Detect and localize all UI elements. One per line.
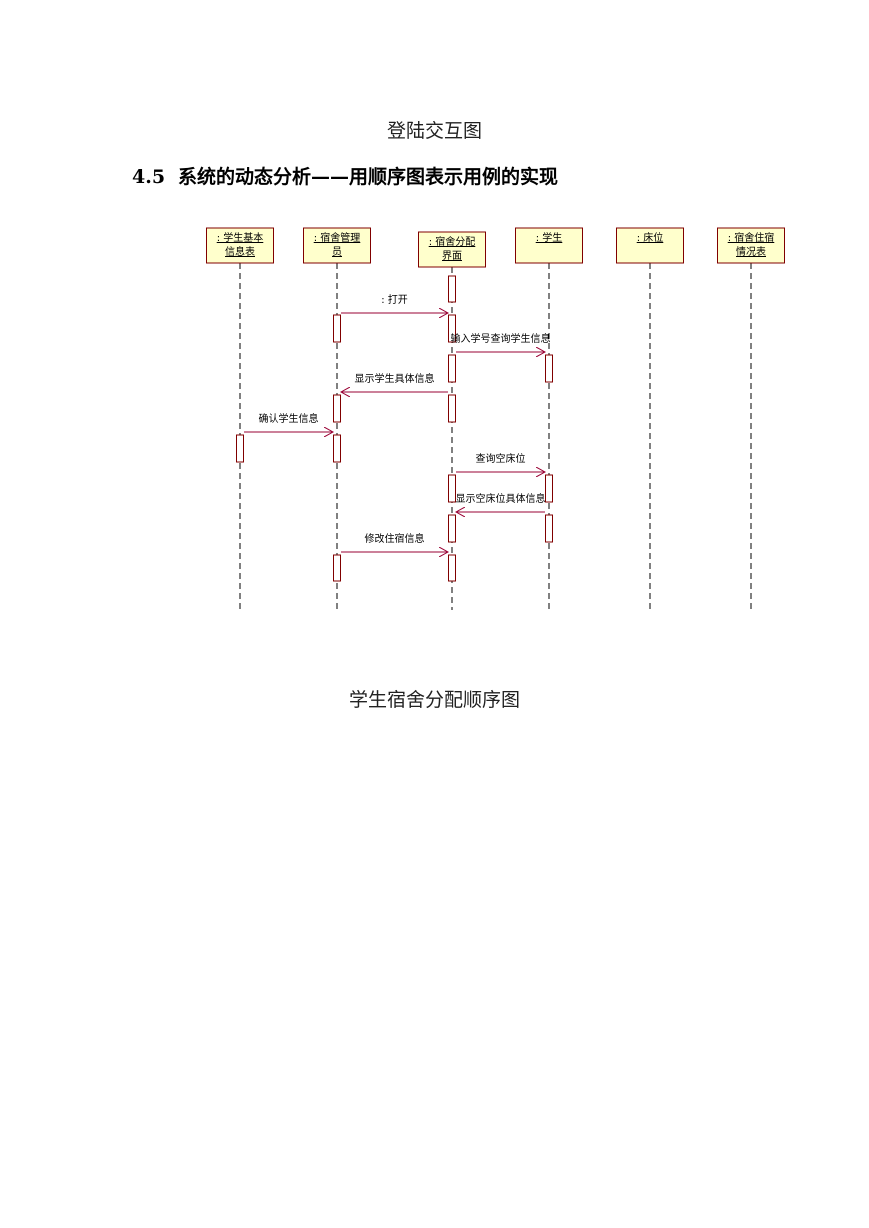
message-label: 显示空床位具体信息 [456, 492, 546, 505]
activation-bar [448, 354, 456, 383]
activation-bar [333, 554, 341, 582]
lifeline-label-student-info-table: 信息表 [225, 245, 255, 258]
activation-bar [333, 394, 341, 423]
lifeline-box-dorm-ui [418, 231, 486, 268]
lifeline-label-student: : 学生 [536, 231, 563, 244]
activation-bar [448, 514, 456, 543]
lifeline-label-dorm-admin: : 宿舍管理 [314, 231, 361, 244]
lifeline-box-student [515, 227, 583, 264]
activation-bar [448, 474, 456, 503]
activation-bar [448, 394, 456, 423]
lifeline-box-bed [616, 227, 684, 264]
lifeline-box-dorm-status-table [717, 227, 785, 264]
message-label: 输入学号查询学生信息 [451, 332, 551, 345]
message-label: : 打开 [381, 293, 408, 306]
message-label: 确认学生信息 [259, 412, 319, 425]
activation-bar [448, 554, 456, 582]
lifeline-label-dorm-status-table: 情况表 [736, 245, 766, 258]
section-number: 4.5 [132, 166, 166, 188]
lifeline-box-dorm-admin [303, 227, 371, 264]
lifeline-label-dorm-ui: : 宿舍分配 [429, 235, 476, 248]
activation-bar [236, 434, 244, 463]
figure-caption-sequence: 学生宿舍分配顺序图 [348, 689, 520, 711]
lifeline-label-dorm-admin: 员 [332, 246, 342, 258]
lifeline-box-student-info-table [206, 227, 274, 264]
lifeline-label-dorm-status-table: : 宿舍住宿 [728, 231, 775, 244]
message-label: 修改住宿信息 [365, 532, 425, 545]
activation-bar [545, 474, 553, 503]
message-label: 显示学生具体信息 [355, 372, 435, 385]
activation-bar [333, 314, 341, 343]
activation-bar [448, 275, 456, 303]
figure-caption-login: 登陆交互图 [386, 120, 482, 142]
section-heading: 4.5 系统的动态分析——用顺序图表示用例的实现 [132, 162, 558, 189]
activation-bar [333, 434, 341, 463]
lifeline-label-student-info-table: : 学生基本 [217, 231, 264, 244]
activation-bar [545, 514, 553, 543]
lifeline-label-bed: : 床位 [637, 231, 664, 244]
message-label: 查询空床位 [476, 452, 526, 465]
activation-bar [448, 314, 456, 343]
activation-bar [545, 354, 553, 383]
lifeline-label-dorm-ui: 界面 [442, 250, 462, 262]
section-title: 系统的动态分析——用顺序图表示用例的实现 [178, 166, 559, 188]
